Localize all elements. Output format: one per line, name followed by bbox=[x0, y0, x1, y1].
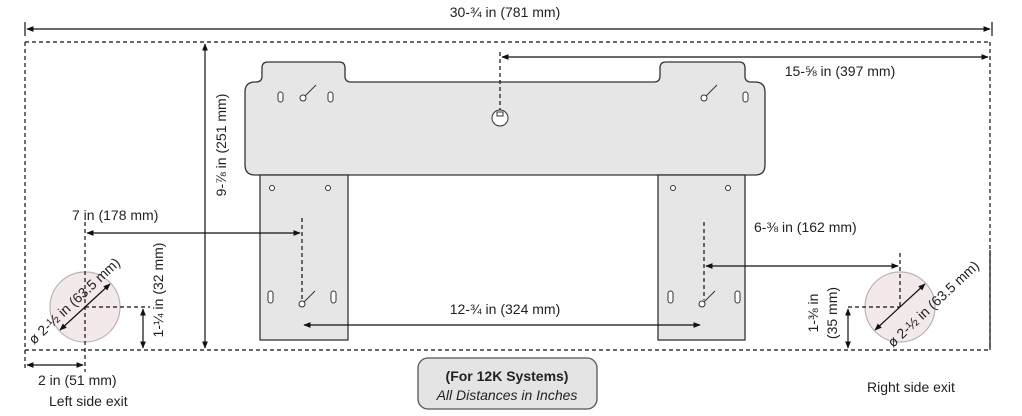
note-subtitle: All Distances in Inches bbox=[436, 387, 578, 403]
overall-height-dimension: 9-⅞ in (251 mm) bbox=[202, 43, 229, 349]
right-leg bbox=[657, 174, 746, 341]
right-exit-height-in-label: 1-⅜ in bbox=[805, 294, 821, 333]
keyhole-offset-label: 15-⅝ in (397 mm) bbox=[785, 63, 895, 79]
keyhole-offset-dimension: 15-⅝ in (397 mm) bbox=[499, 52, 989, 110]
overall-width-dimension: 30-¾ in (781 mm) bbox=[24, 4, 993, 36]
left-exit-distance-label: 7 in (178 mm) bbox=[72, 207, 158, 223]
envelope-outline bbox=[24, 41, 991, 368]
left-leg bbox=[259, 174, 349, 341]
mounting-holes bbox=[267, 91, 749, 304]
bracket bbox=[244, 61, 766, 341]
screw-icons bbox=[298, 84, 718, 308]
left-exit-height-label: 1-¼ in (32 mm) bbox=[150, 243, 166, 338]
leg-spacing-label: 12-¾ in (324 mm) bbox=[450, 301, 560, 317]
right-exit-distance-label: 6-⅜ in (162 mm) bbox=[754, 219, 857, 235]
right-exit: 6-⅜ in (162 mm) ø 2-½ in (63.5 mm) 1-⅜ i… bbox=[703, 219, 991, 395]
left-exit-label: Left side exit bbox=[49, 393, 128, 409]
right-exit-label: Right side exit bbox=[867, 379, 955, 395]
leg-spacing-dimension: 12-¾ in (324 mm) bbox=[303, 301, 701, 328]
overall-width-label: 30-¾ in (781 mm) bbox=[450, 4, 560, 20]
overall-height-label: 9-⅞ in (251 mm) bbox=[213, 94, 229, 197]
systems-note: (For 12K Systems) All Distances in Inche… bbox=[417, 357, 598, 410]
note-title: (For 12K Systems) bbox=[446, 368, 569, 384]
right-exit-height-mm-label: (35 mm) bbox=[824, 287, 840, 339]
left-exit-offset-label: 2 in (51 mm) bbox=[38, 372, 117, 388]
